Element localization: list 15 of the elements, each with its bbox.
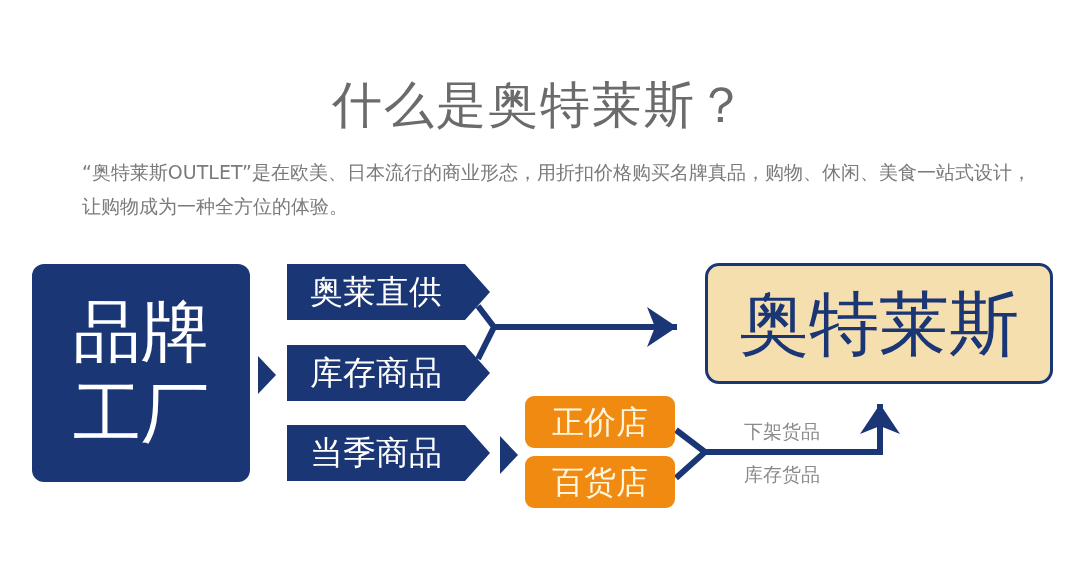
- arrow: [673, 401, 900, 481]
- title: 什么是奥特莱斯？: [331, 75, 749, 136]
- chevron-arrow: [500, 436, 518, 474]
- arrow: [475, 303, 680, 362]
- edge-label: 下架货品: [742, 419, 822, 445]
- pentagon-arrow-box: 当季商品: [287, 425, 490, 481]
- pentagon-arrow-box: 库存商品: [287, 345, 490, 401]
- process-box: 品牌工厂: [32, 264, 250, 482]
- store-box: 正价店: [525, 396, 675, 448]
- pentagon-arrow-box: 奥莱直供: [287, 264, 490, 320]
- outlet-box: 奥特莱斯: [705, 263, 1053, 384]
- description-text: “奥特莱斯OUTLET”是在欧美、日本流行的商业形态，用折扣价格购买名牌真品，购物、休闲、美食一站式设计，让购物成为一种全方位的体验。: [82, 160, 1032, 219]
- edge-label: 库存货品: [742, 462, 822, 488]
- chevron-arrow: [258, 356, 276, 394]
- store-box: 百货店: [525, 456, 675, 508]
